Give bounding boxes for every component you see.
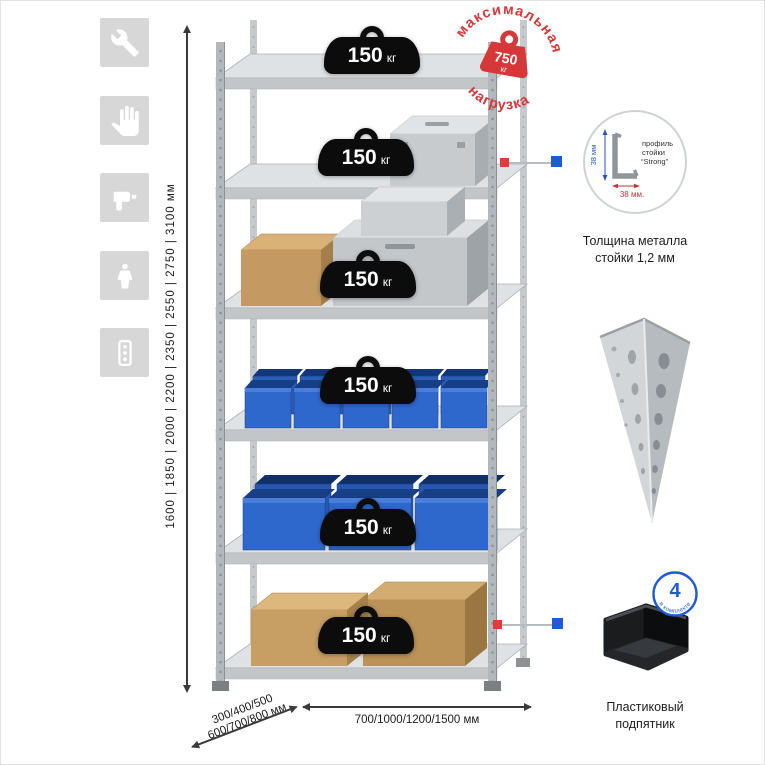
load-unit: кг xyxy=(380,153,391,167)
load-value: 150 xyxy=(343,373,379,397)
stamp-weight-body xyxy=(479,41,528,79)
callout-marker-blue-bottom xyxy=(552,618,563,629)
stamp-arc-bottom-text: нагрузка xyxy=(462,81,534,119)
callout-line-bottom xyxy=(502,624,552,626)
power-strip-icon xyxy=(117,339,132,366)
load-value: 150 xyxy=(341,623,377,647)
feature-icon-drill xyxy=(100,173,149,222)
width-dimension-label: 700/1000/1200/1500 мм xyxy=(354,714,480,726)
weight-body: 150 кг xyxy=(320,509,416,546)
weight-body: 150 кг xyxy=(318,139,414,176)
load-unit: кг xyxy=(382,275,393,289)
feature-icon-power-strip xyxy=(100,328,149,377)
profile-section xyxy=(612,134,637,179)
badge-value: 4 xyxy=(669,580,681,602)
feature-icon-gloves xyxy=(100,96,149,145)
dim-vertical-label: 38 мм xyxy=(589,145,598,166)
profile-caption-line2: стойки 1,2 мм xyxy=(595,250,675,265)
profile-label-2: стойки xyxy=(642,148,665,157)
profile-caption-line1: Толщина металла xyxy=(582,234,688,248)
shelf-load-badge-6: 150 кг xyxy=(318,606,414,654)
feature-icon-person xyxy=(100,251,149,300)
load-unit: кг xyxy=(382,523,393,537)
bin-row-front xyxy=(244,380,494,429)
shelf-load-badge-1: 150 кг xyxy=(324,26,420,74)
cardboard-boxes-shelf6 xyxy=(250,581,488,666)
height-dimension-line xyxy=(183,25,190,693)
profile-caption: Толщина металла стойки 1,2 мм xyxy=(565,233,705,266)
height-dimension-label: 1600 | 1850 | 2000 | 2200 | 2350 | 2550 … xyxy=(165,183,177,529)
quantity-badge-graphic: 4 в комплекте xyxy=(652,571,698,617)
post-profile-callout: 38 мм 38 мм. профиль стойки “Strong” xyxy=(585,112,685,212)
shelf-load-badge-3: 150 кг xyxy=(320,250,416,298)
wrench-icon xyxy=(110,28,139,57)
angle-post-image xyxy=(599,317,691,524)
svg-text:нагрузка: нагрузка xyxy=(462,81,534,119)
load-value: 150 xyxy=(343,515,379,539)
shelf-load-badge-2: 150 кг xyxy=(318,128,414,176)
width-dimension-line xyxy=(302,703,532,710)
aluminum-case-shelf2 xyxy=(389,115,498,186)
load-value: 150 xyxy=(343,267,379,291)
shelf-load-badge-4: 150 кг xyxy=(320,356,416,404)
weight-body: 150 кг xyxy=(320,367,416,404)
drill-icon xyxy=(113,191,136,210)
stamp-unit: кг xyxy=(500,64,508,74)
profile-label-1: профиль xyxy=(642,139,673,148)
angle-post-holes xyxy=(611,346,670,494)
post-profile-drawing: 38 мм 38 мм. профиль стойки “Strong” xyxy=(589,129,673,199)
person-icon xyxy=(117,263,132,288)
weight-body: 150 кг xyxy=(318,617,414,654)
weight-body: 150 кг xyxy=(320,261,416,298)
max-load-stamp-graphic: максимальная нагрузка 750 кг xyxy=(452,0,572,119)
shelving-rack-illustration xyxy=(212,20,530,691)
foot-caption-line2: подпятник xyxy=(615,716,675,731)
weight-body: 150 кг xyxy=(324,37,420,74)
stamp-value: 750 xyxy=(493,48,519,68)
load-value: 150 xyxy=(341,145,377,169)
gloves-icon xyxy=(110,105,139,136)
load-unit: кг xyxy=(386,51,397,65)
quantity-badge: 4 в комплекте xyxy=(651,570,699,618)
feature-icon-wrench xyxy=(100,18,149,67)
profile-hook-side xyxy=(632,169,639,177)
load-unit: кг xyxy=(382,381,393,395)
front-posts xyxy=(212,42,501,691)
load-unit: кг xyxy=(380,631,391,645)
dim-horizontal-label: 38 мм. xyxy=(620,190,644,199)
callout-line-top xyxy=(509,162,551,164)
shelf-load-badge-5: 150 кг xyxy=(320,498,416,546)
foot-caption: Пластиковый подпятник xyxy=(575,699,715,732)
profile-label-3: “Strong” xyxy=(641,157,669,166)
callout-marker-red-bottom xyxy=(493,620,502,629)
max-load-stamp: максимальная нагрузка 750 кг xyxy=(434,0,575,134)
load-value: 150 xyxy=(347,43,383,67)
foot-caption-line1: Пластиковый xyxy=(606,700,684,714)
profile-hook-top xyxy=(614,132,622,139)
callout-marker-blue-top xyxy=(551,156,562,167)
callout-marker-red-top xyxy=(500,158,509,167)
